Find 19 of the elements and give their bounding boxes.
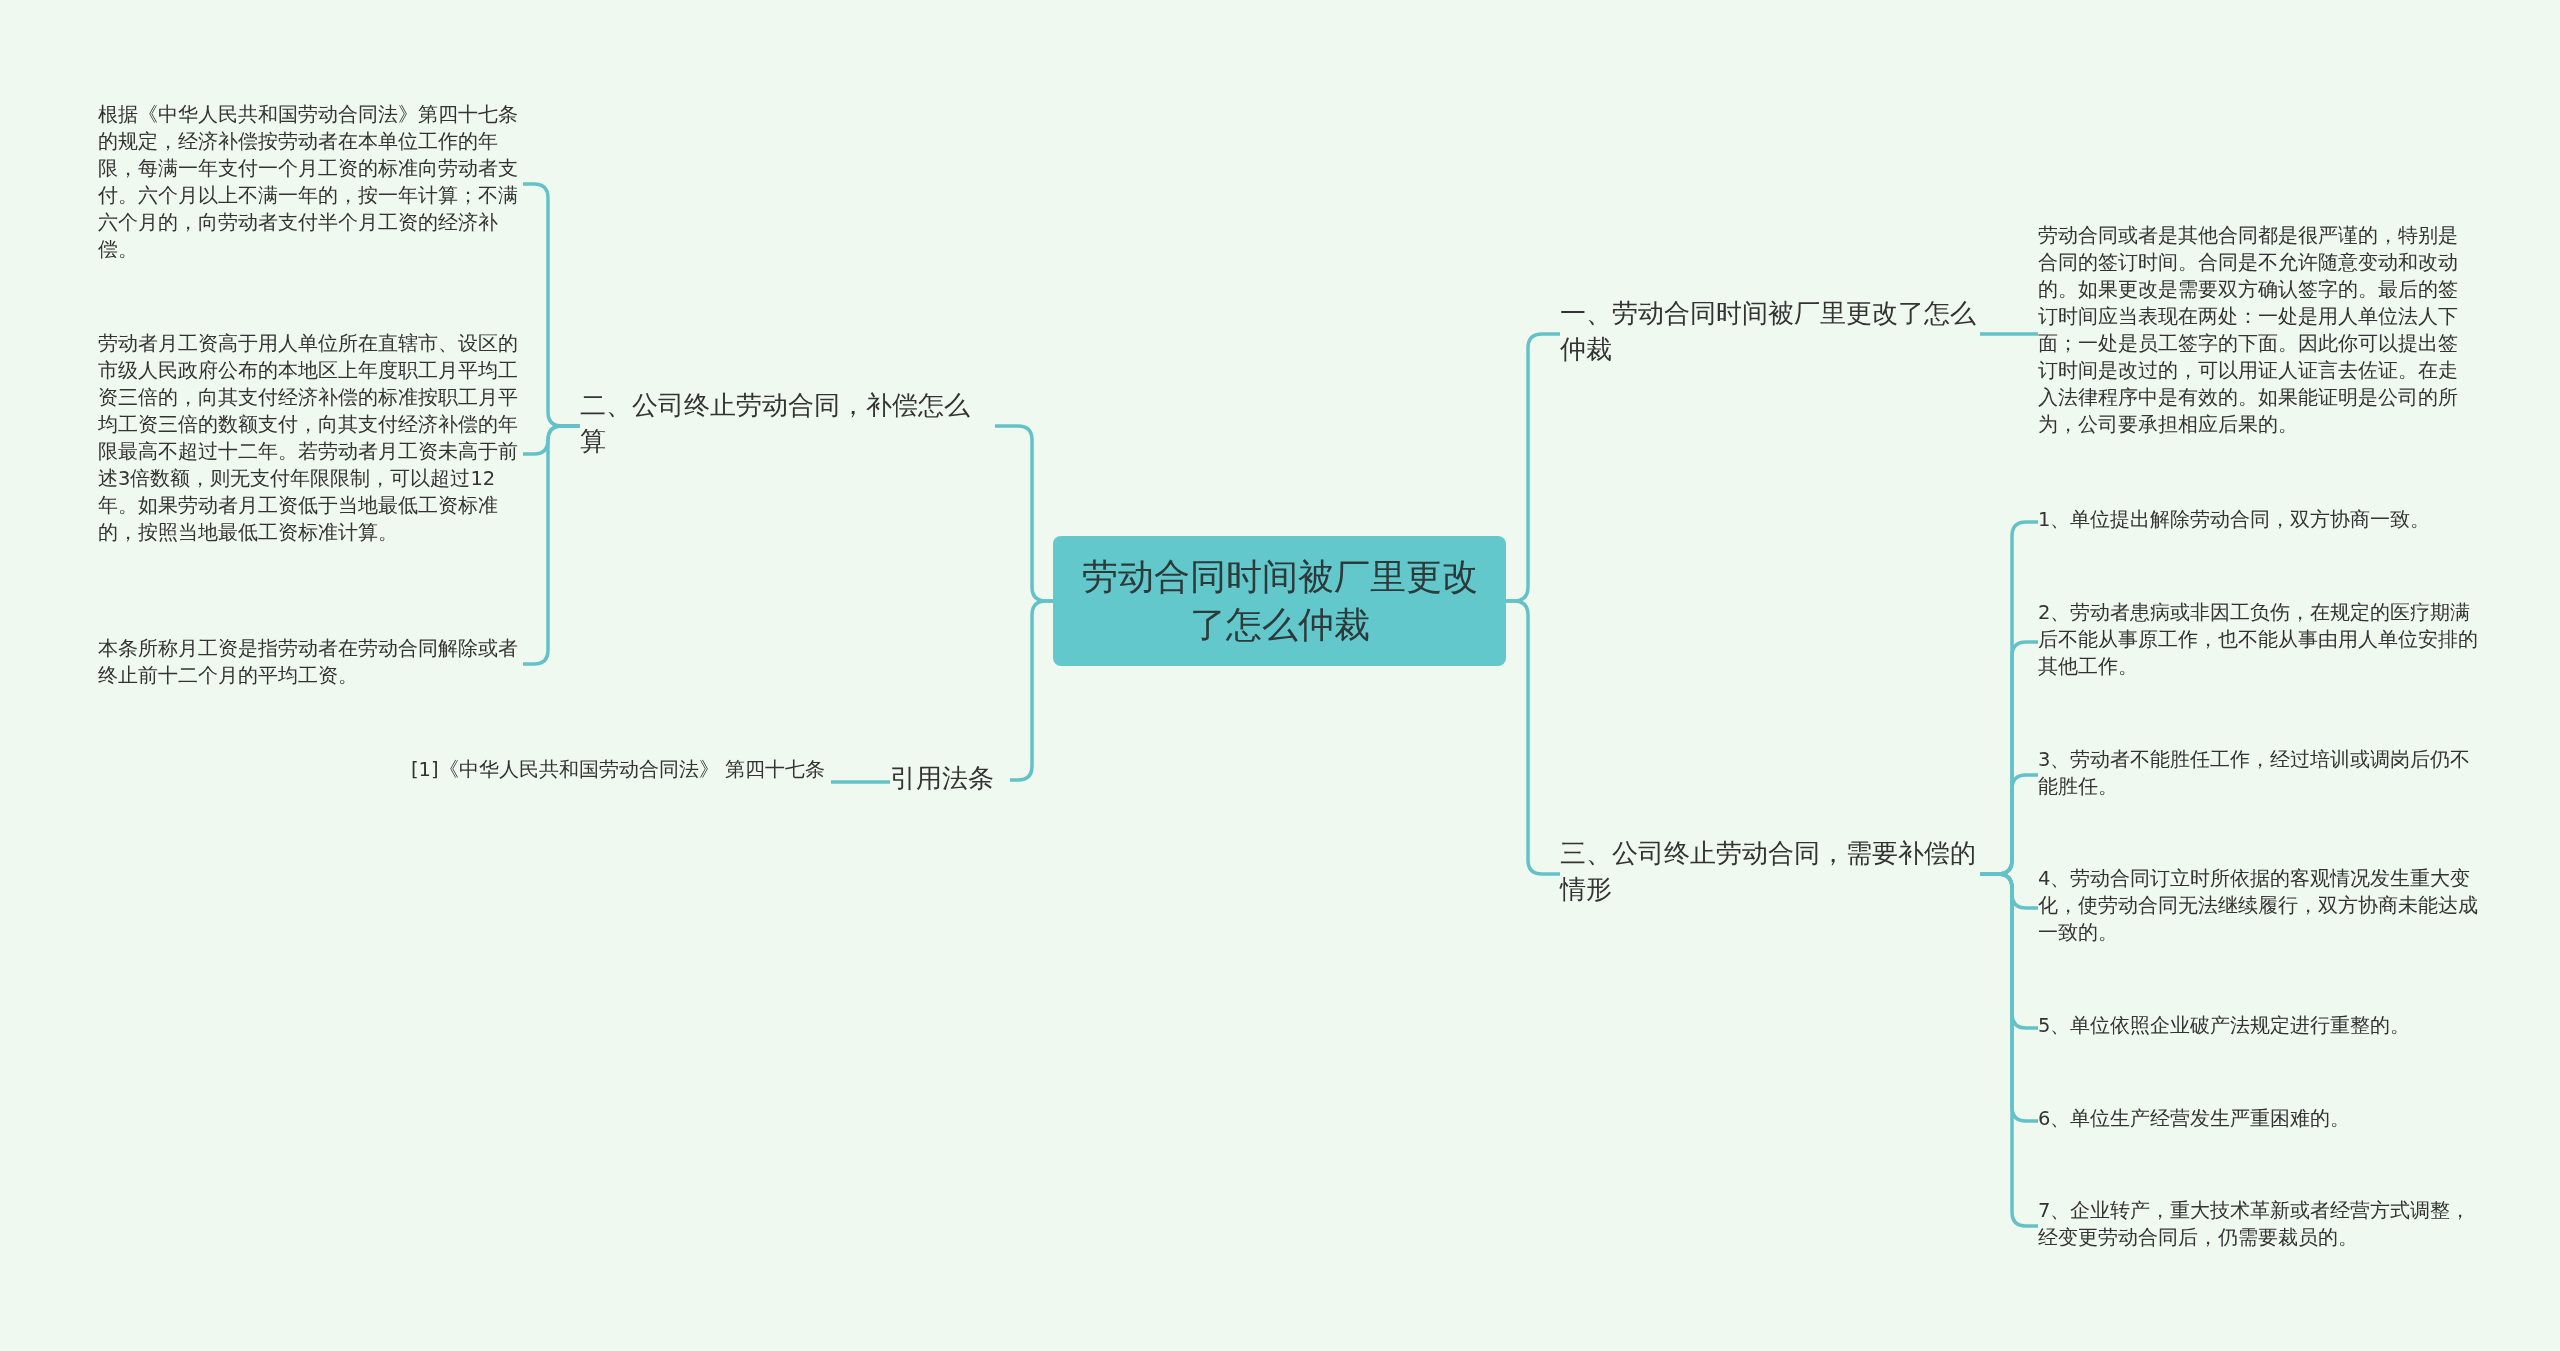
connector-line — [1980, 332, 2038, 336]
list-item: 1、单位提出解除劳动合同，双方协商一致。 — [2038, 506, 2478, 538]
list-item: 3、劳动者不能胜任工作，经过培训或调岗后仍不能胜任。 — [2038, 746, 2478, 804]
note-text: 劳动者月工资高于用人单位所在直辖市、设区的市级人民政府公布的本地区上年度职工月平均工资三倍的，向其支付经济补偿的标准按职工月平均工资三倍的数额支付，向其支付经济补偿的年限最高不超过十二年。若劳动者月工资未高于前述3倍数额，则无支付年限限制，可以超过12年。如果劳动者月工资低于当地最低工资标准的，按照当地最低工资标准计算。 — [98, 330, 523, 578]
list-item: 4、劳动合同订立时所依据的客观情况发生重大变化，使劳动合同无法继续履行，双方协商未能达成一致的。 — [2038, 865, 2478, 951]
list-item: 6、单位生产经营发生严重困难的。 — [2038, 1105, 2478, 1137]
list-item: 5、单位依照企业破产法规定进行重整的。 — [2038, 1012, 2478, 1044]
note-text: 根据《中华人民共和国劳动合同法》第四十七条的规定，经济补偿按劳动者在本单位工作的年限，每满一年支付一个月工资的标准向劳动者支付。六个月以上不满一年的，按一年计算；不满六个月的，向劳动者支付半个月工资的经济补偿。 — [98, 101, 523, 267]
reference-text: [1]《中华人民共和国劳动合同法》 第四十七条 — [411, 756, 831, 814]
branch-heading: 二、公司终止劳动合同，补偿怎么算 — [580, 387, 995, 465]
note-text: 劳动合同或者是其他合同都是很严谨的，特别是合同的签订时间。合同是不允许随意变动和改动的。如果更改是需要双方确认签字的。最后的签订时间应当表现在两处：一处是用人单位法人下面；一处是员工签字的下面。因此你可以提出签订时间是改过的，可以用证人证言去佐证。在走入法律程序中是有效的。如果能证明是公司的所为，公司要承担相应后果的。 — [2038, 222, 2468, 448]
list-item: 7、企业转产，重大技术革新或者经营方式调整，经变更劳动合同后，仍需要裁员的。 — [2038, 1197, 2478, 1255]
branch-heading: 引用法条 — [890, 760, 1010, 800]
branch-heading: 三、公司终止劳动合同，需要补偿的情形 — [1560, 835, 1980, 913]
central-topic-box: 劳动合同时间被厂里更改了怎么仲裁 — [1053, 536, 1506, 666]
note-text: 本条所称月工资是指劳动者在劳动合同解除或者终止前十二个月的平均工资。 — [98, 635, 523, 693]
connector-line — [831, 780, 890, 784]
list-item: 2、劳动者患病或非因工负伤，在规定的医疗期满后不能从事原工作，也不能从事由用人单位安排的其他工作。 — [2038, 599, 2478, 685]
branch-heading: 一、劳动合同时间被厂里更改了怎么仲裁 — [1560, 295, 1980, 373]
